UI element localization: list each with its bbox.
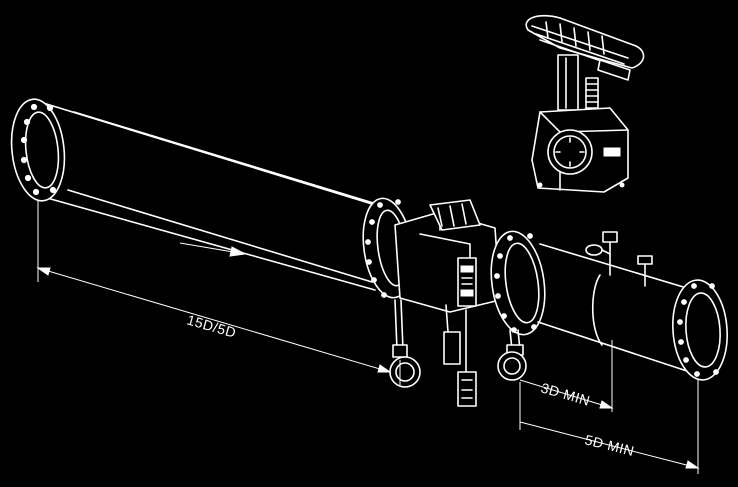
downstream-short-length-label: 3D MIN <box>539 380 592 409</box>
transmitter-sunshade <box>525 14 645 81</box>
center-sensor <box>443 304 477 407</box>
temperature-probe <box>637 255 653 287</box>
downstream-outlet-flange <box>672 279 728 381</box>
pressure-tap <box>585 231 618 276</box>
upstream-sensor <box>389 299 421 388</box>
dimension-lines <box>36 200 700 474</box>
transmitter-housing <box>531 107 629 193</box>
meter-body <box>394 199 501 313</box>
transmitter-mount <box>557 54 599 115</box>
downstream-long-length-label: 5D MIN <box>583 431 636 459</box>
upstream-inlet-flange <box>10 98 66 202</box>
bolt-hole-icon <box>677 283 719 377</box>
downstream-sensor <box>497 329 527 381</box>
bolt-hole-icon <box>20 103 57 196</box>
bolt-hole-icon <box>365 199 405 298</box>
meter-downstream-flange <box>490 230 546 336</box>
bolt-hole-icon <box>494 233 537 333</box>
upstream-length-label: 15D/5D <box>185 312 238 341</box>
flow-direction-arrow-icon <box>179 242 247 257</box>
upstream-pipe <box>39 101 386 291</box>
downstream-pipe <box>537 243 701 373</box>
